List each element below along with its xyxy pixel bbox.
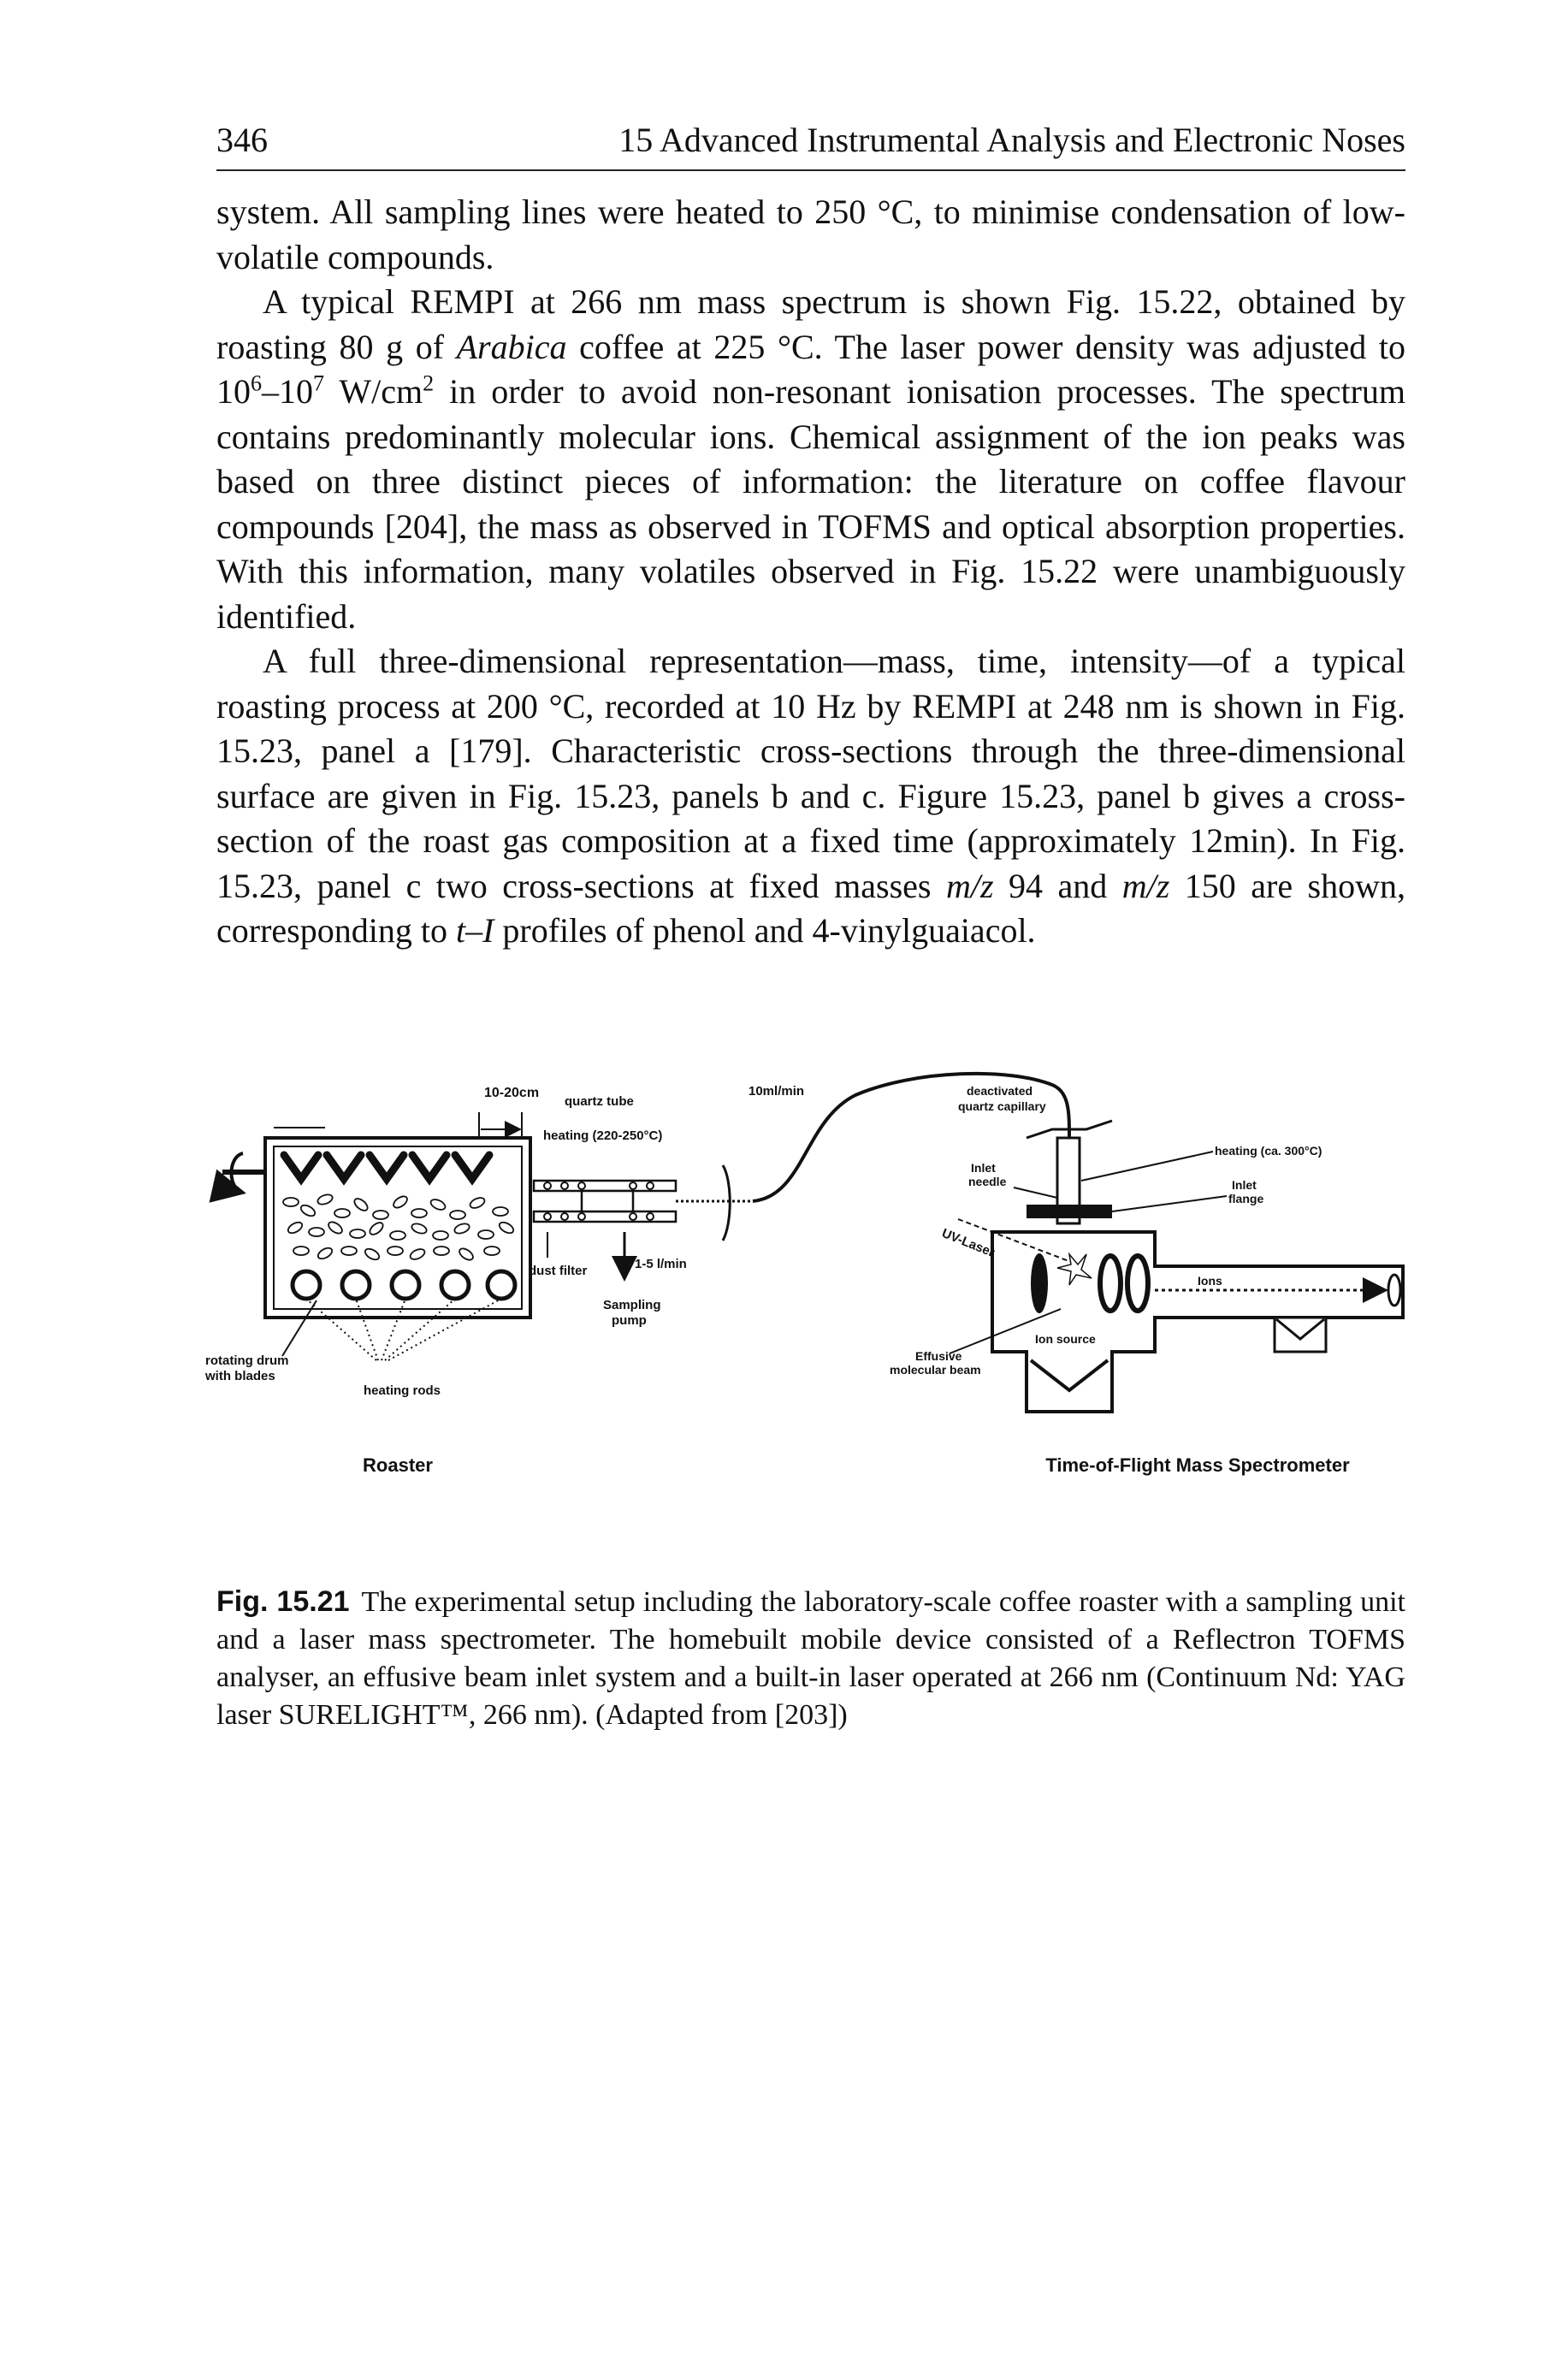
heating-inlet-leader [1080,1151,1214,1182]
ions-label: Ions [1198,1274,1222,1288]
paragraph-segment: W/cm [324,372,423,411]
coffee-beans [282,1193,515,1261]
paragraph-segment: 6 [251,370,262,396]
inlet-flange-plate [1027,1205,1112,1218]
quartz-tube [532,1179,677,1193]
paragraph-segment: system. All sampling lines were heated t… [216,192,1405,276]
inlet-label: Inlet [971,1161,996,1175]
effusive-leader [949,1308,1062,1354]
heating-inlet-label: heating (ca. 300°C) [1215,1144,1322,1158]
drum-blades [280,1151,494,1186]
vacuum-chamber [991,1230,1405,1413]
paragraph-segment: A full three-dimensional representation—… [216,642,1405,905]
lower-pump-port [1029,1359,1109,1393]
paragraph-segment: 94 and [993,866,1122,905]
rotation-arrow-icon [209,1152,246,1203]
paragraph-segment: in order to avoid non-resonant ionisatio… [216,372,1405,636]
heating-coil [543,1182,654,1221]
heating-rods-leaders [305,1298,502,1361]
drum-inner-wall [273,1146,523,1310]
paragraph-segment: profiles of phenol and 4-vinylguaiacol. [494,911,1036,950]
paragraph-segment: coffee at 225 °C. The laser power densit… [216,327,1406,412]
running-title: 15 Advanced Instrumental Analysis and El… [618,121,1405,159]
flange-label: flange [1228,1192,1263,1205]
inlet-top-bend [1026,1119,1113,1140]
needle-label: needle [968,1175,1007,1188]
paragraph-segment: m/z [1121,866,1170,905]
paragraph-segment: A typical REMPI at 266 nm mass spectrum … [216,282,1405,366]
paragraph-segment: 150 are shown, corresponding to [216,866,1406,951]
needle-leader [1013,1187,1058,1199]
roaster-title: Roaster [363,1454,433,1476]
paragraph-1: system. All sampling lines were heated t… [216,190,1405,280]
roaster-diagram: 10-20cm [205,1086,753,1398]
capillary-line [752,1071,1071,1203]
body-text: system. All sampling lines were heated t… [216,190,1405,954]
dust-filter-label: dust filter [529,1264,587,1278]
page-number: 346 [216,121,268,159]
paragraph-segment: 7 [313,370,324,396]
heating-jacket [532,1210,677,1223]
paragraph-segment: –10 [262,372,313,411]
ion-source-label: Ion source [1035,1332,1096,1346]
heating-rods [290,1269,518,1301]
dimension-label: 10-20cm [484,1086,539,1100]
heating-rods-label: heating rods [364,1383,441,1398]
flow-rate-label: 1-5 l/min [635,1257,687,1271]
heating-tube-label: heating (220-250°C) [543,1128,662,1143]
paragraph-3: A full three-dimensional representation—… [216,639,1405,954]
flange-leader [1111,1195,1228,1212]
paragraph-segment: m/z [945,866,994,905]
inlet2-label: Inlet [1232,1178,1257,1192]
deactivated-label: deactivated [967,1084,1033,1098]
extraction-electrode-2 [1125,1253,1151,1313]
ionisation-spark-icon [1056,1252,1092,1286]
tof-ms-diagram: deactivated quartz capillary Inlet needl… [890,1084,1405,1413]
reflectron-end [1387,1273,1402,1307]
paragraph-segment: Arabica [456,327,567,366]
with-blades-label: with blades [205,1369,275,1383]
pump-label: pump [612,1313,647,1328]
flow-10-label: 10ml/min [748,1084,804,1099]
detector-port [1275,1318,1325,1341]
quartz-capillary-label: quartz capillary [958,1099,1046,1113]
paragraph-2: A typical REMPI at 266 nm mass spectrum … [216,280,1405,639]
molecular-beam-label: molecular beam [890,1363,981,1377]
laser-beam [957,1218,1079,1265]
caption-label: Fig. 15.21 [216,1585,350,1618]
uv-laser-label: UV-Laser [940,1226,997,1260]
setup-diagram: 10-20cm [205,1071,1405,1476]
tof-title: Time-of-Flight Mass Spectrometer [1045,1454,1350,1476]
repeller-electrode [1031,1253,1048,1313]
transfer-line-bend [721,1164,731,1241]
paragraph-segment: 2 [423,370,435,396]
extraction-electrode-1 [1098,1253,1123,1313]
running-header: 346 15 Advanced Instrumental Analysis an… [216,120,1405,171]
drum-leader-line [281,1300,317,1357]
paragraph-segment: t–I [455,911,494,950]
sampling-chamber [580,1189,635,1213]
caption-text: The experimental setup including the lab… [216,1586,1405,1731]
figure-15-21: 10-20cm [205,1061,1420,1506]
sampling-label: Sampling [603,1298,661,1312]
quartz-tube-label: quartz tube [565,1094,634,1109]
rotating-drum-label: rotating drum [205,1353,289,1368]
